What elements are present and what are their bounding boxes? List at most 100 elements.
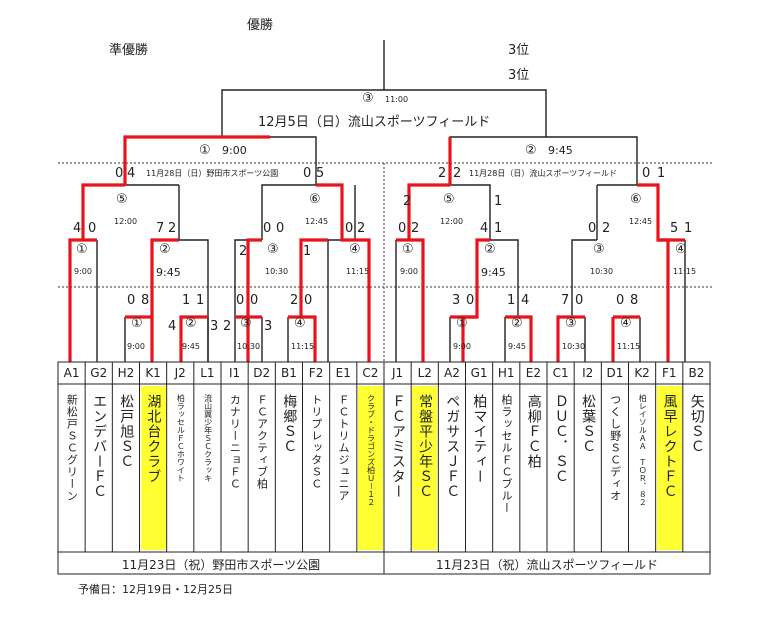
score: 4 xyxy=(73,221,82,236)
team-column: 流山翼少年ＳＣクラッキ xyxy=(195,386,220,550)
team-column: ペガサスＪＦＣ xyxy=(439,386,464,550)
qf-left5-number: ⑤ xyxy=(116,192,128,207)
r2-right1-time: 9:00 xyxy=(400,267,418,276)
team-code: A2 xyxy=(443,366,460,380)
r1-left2-time: 9:45 xyxy=(182,342,200,351)
team-name: 湖北台クラブ xyxy=(145,394,162,484)
qf-date-right: 11月28日（日）流山スポーツフィールド xyxy=(469,169,618,178)
win-path-left2 xyxy=(150,238,179,362)
score: 4 xyxy=(480,221,489,236)
score: 5 xyxy=(670,221,679,236)
r2-left3-number: ③ xyxy=(267,242,279,257)
score: 4 xyxy=(168,319,177,334)
r1-left4-number: ④ xyxy=(294,316,306,331)
team-code: J1 xyxy=(391,366,404,380)
final-bracket xyxy=(221,89,547,137)
score: 1 xyxy=(196,293,205,308)
score: 3 xyxy=(452,293,461,308)
team-code: I1 xyxy=(228,366,241,380)
win-path-left5 xyxy=(81,183,125,240)
qf-date-left: 11月28日（日）野田市スポーツ公園 xyxy=(146,169,279,178)
r1-left2-number: ② xyxy=(185,316,197,331)
qf-right5-time: 12:00 xyxy=(440,217,464,226)
final-date-venue: 12月5日（日）流山スポーツフィールド xyxy=(258,115,491,130)
team-name: クラブ・ドラゴンズ柏Ｕ－１２ xyxy=(366,394,376,506)
team-name: トリプレッタＳＣ xyxy=(309,394,323,490)
qf-right6-time: 12:45 xyxy=(629,217,653,226)
score: 1 xyxy=(494,221,503,236)
score: 1 xyxy=(657,166,666,181)
score: 0 xyxy=(250,293,259,308)
r1-left3-time: 10:30 xyxy=(237,342,261,351)
r1-right2-time: 9:45 xyxy=(508,342,526,351)
team-column: 松戸旭ＳＣ xyxy=(113,386,138,550)
team-column: つくし野ＳＣディオ xyxy=(602,386,627,550)
qf-left5-time: 12:00 xyxy=(114,217,138,226)
r1-left1-number: ① xyxy=(131,316,143,331)
team-column: トリプレッタＳＣ xyxy=(304,386,329,550)
team-name: 高柳ＦＣ柏 xyxy=(525,394,542,469)
score: 8 xyxy=(141,293,150,308)
semi-left-time: 9:00 xyxy=(222,144,247,157)
team-name: ペガサスＪＦＣ xyxy=(444,394,461,499)
team-code: K1 xyxy=(145,366,161,380)
score: 2 xyxy=(438,166,447,181)
score: 8 xyxy=(630,293,639,308)
r2-left2-time: 9:45 xyxy=(156,266,181,279)
team-column: 梅郷ＳＣ xyxy=(276,386,301,550)
qf-left6 xyxy=(261,184,316,240)
team-code: C1 xyxy=(552,366,569,380)
win-path-left1 xyxy=(68,238,97,362)
team-code: H2 xyxy=(117,366,135,380)
score: 0 xyxy=(303,166,312,181)
win-path-left6 xyxy=(316,183,371,362)
team-column: ＦＣアミスター xyxy=(385,386,410,550)
r2-left4-left xyxy=(327,239,342,362)
win-path-right2b xyxy=(505,315,533,362)
team-code: H1 xyxy=(497,366,515,380)
team-code: L2 xyxy=(417,366,432,380)
third-place-label: 3位 xyxy=(508,43,530,58)
team-name: 柏マイティー xyxy=(471,394,488,484)
team-column: 新松戸ＳＣグリーン xyxy=(59,386,84,550)
team-code: J2 xyxy=(174,366,186,380)
r1-right1-number: ① xyxy=(456,316,468,331)
team-column: 常盤平少年ＳＣ xyxy=(412,386,438,550)
team-name: カナリーニョＦＣ xyxy=(228,394,242,490)
score: 7 xyxy=(156,221,165,236)
score: 2 xyxy=(168,221,177,236)
team-name: ＦＣトリムジュニア xyxy=(337,394,350,502)
team-name: 松戸旭ＳＣ xyxy=(118,394,135,469)
win-path-left2-r1b xyxy=(179,315,208,362)
score: 1 xyxy=(507,293,516,308)
team-code: G2 xyxy=(90,366,108,380)
team-name: エンデバーＦＣ xyxy=(91,394,108,499)
team-column: 矢切ＳＣ xyxy=(684,386,709,550)
semi-left-right xyxy=(270,136,317,185)
team-name: 柏ラッセルＦＣブルー xyxy=(500,394,513,514)
score: 1 xyxy=(303,244,312,259)
score: 7 xyxy=(561,293,570,308)
team-code: F2 xyxy=(308,366,324,380)
team-code: D1 xyxy=(606,366,624,380)
team-code: E2 xyxy=(525,366,542,380)
team-column: クラブ・ドラゴンズ柏Ｕ－１２ xyxy=(357,386,383,550)
win-path-left4 xyxy=(299,238,328,317)
win-path-final xyxy=(123,135,270,185)
semi-left-number: ① xyxy=(199,143,211,158)
score: 2 xyxy=(403,194,412,209)
team-name: 矢切ＳＣ xyxy=(688,394,705,454)
team-code: A1 xyxy=(63,366,80,380)
team-name: ＦＣアミスター xyxy=(389,394,406,499)
team-code: B2 xyxy=(688,366,705,380)
qf-left6-time: 12:45 xyxy=(305,217,329,226)
team-column: エンデバーＦＣ xyxy=(86,386,111,550)
team-column: 松葉ＳＣ xyxy=(575,386,600,550)
r1-right3-number: ③ xyxy=(565,316,577,331)
third-place-label: 3位 xyxy=(508,68,530,83)
reserve-dates: 予備日：12月19日・12月25日 xyxy=(78,583,233,596)
score: 2 xyxy=(453,166,462,181)
win-path-left3 xyxy=(246,238,262,317)
team-name: 松葉ＳＣ xyxy=(580,394,597,454)
